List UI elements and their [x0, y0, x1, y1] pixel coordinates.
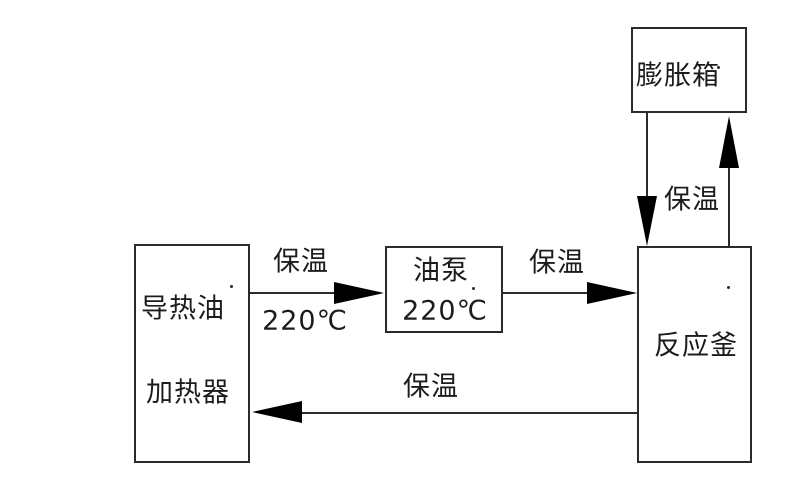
- heater-to-pump-label-bottom: 220℃: [262, 305, 348, 337]
- arrowhead-right-icon: [334, 282, 384, 304]
- speck-dot: [472, 287, 475, 290]
- heater-label-line1: 导热油: [141, 293, 225, 325]
- heater-to-pump-label-top: 保温: [273, 246, 329, 278]
- speck-dot: [727, 286, 730, 289]
- oil-pump-temperature: 220℃: [402, 295, 488, 327]
- heater-label-line2: 加热器: [146, 377, 230, 409]
- arrowhead-up-icon: [719, 116, 739, 168]
- reactor-to-heater-line: [300, 412, 638, 414]
- speck-dot: [230, 285, 233, 288]
- heater-to-pump-line: [250, 292, 336, 294]
- heater-box: [134, 244, 250, 463]
- reactor-to-heater-label: 保温: [403, 371, 459, 403]
- pump-to-reactor-label: 保温: [529, 247, 585, 279]
- reactor-label: 反应釜: [654, 330, 738, 362]
- reactor-box: [637, 246, 752, 463]
- tank-to-reactor-line: [646, 113, 648, 198]
- arrowhead-down-icon: [637, 196, 657, 246]
- speck-dot: [717, 66, 720, 69]
- arrowhead-right-icon: [587, 282, 637, 304]
- reactor-to-tank-line: [728, 165, 730, 246]
- pump-to-reactor-line: [502, 292, 588, 294]
- arrowhead-left-icon: [252, 401, 302, 423]
- tank-reactor-label: 保温: [664, 184, 720, 216]
- oil-pump-box: [385, 246, 503, 333]
- expansion-tank-label: 膨胀箱: [636, 60, 720, 92]
- expansion-tank-box: [631, 27, 747, 113]
- oil-pump-label: 油泵: [413, 255, 469, 287]
